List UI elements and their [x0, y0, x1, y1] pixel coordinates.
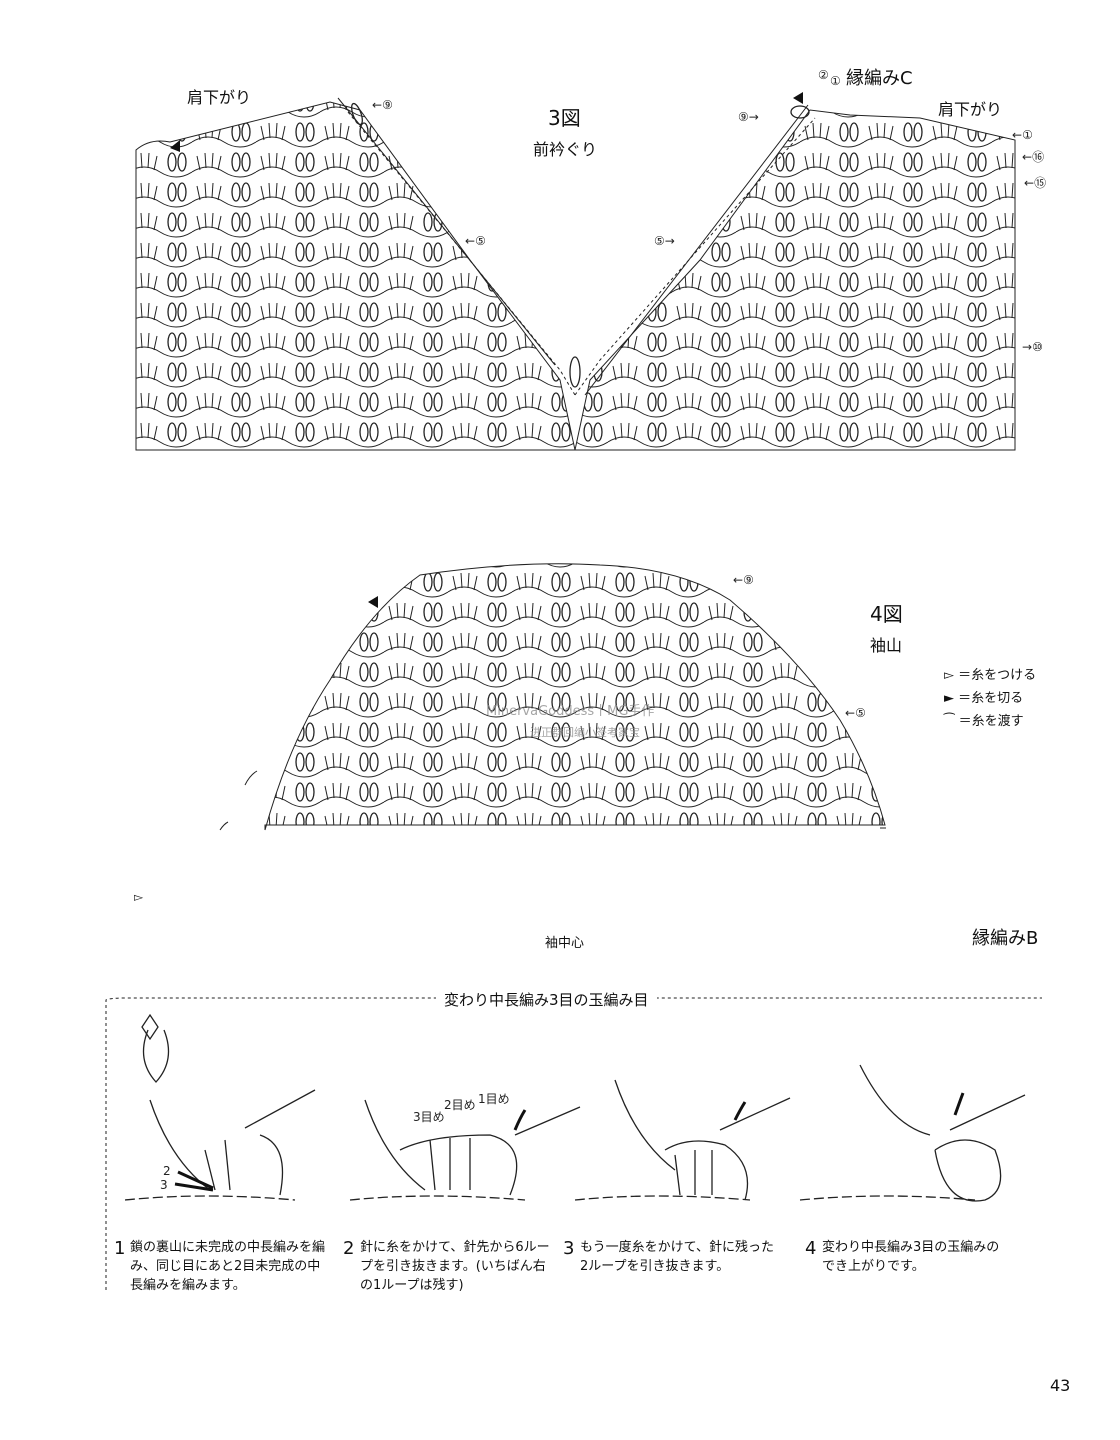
step4-text: 変わり中長編み3目の玉編みのでき上がりです。 [822, 1240, 1000, 1274]
attach-yarn-mark-icon: ▻ [134, 890, 144, 904]
step2-label-2nd: 2目め [444, 1098, 476, 1112]
legend: ▻ ＝糸をつける ► ＝糸を切る ⁀ ＝糸を渡す [944, 664, 1036, 729]
fig3-left-panel [135, 101, 576, 451]
fig3-title: 前衿ぐり [533, 140, 598, 159]
step3-number: 3 [563, 1238, 575, 1259]
step2-number: 2 [343, 1238, 355, 1259]
step3-drawing [574, 1079, 791, 1201]
step1-label-3: 3 [160, 1178, 168, 1192]
fig4-center-label: 袖中心 [545, 936, 585, 951]
step2-drawing [349, 1099, 581, 1201]
fig4-sleeve-cap [264, 563, 886, 831]
fig3-marker-5-right: ⑤→ [654, 234, 675, 248]
step1-number: 1 [114, 1238, 126, 1259]
fig4-edge-label: 縁編みB [972, 928, 1039, 949]
legend-item-attach: ▻ ＝糸をつける [944, 668, 1037, 683]
fig4-marker-9: ←⑨ [733, 573, 754, 587]
fig3-marker-16: ←⑯ [1022, 150, 1045, 164]
fig4-marker-5: ←⑤ [845, 706, 866, 720]
step2-label-3rd: 3目め [413, 1110, 445, 1124]
fig3-top-marker-1: ① [830, 74, 841, 88]
step1-drawing [124, 1013, 316, 1201]
fig3-marker-10: →⑩ [1022, 340, 1043, 354]
step2-text: 針に糸をかけて、針先から6ループを引き抜きます。(いちばん右の1ループは残す) [360, 1240, 550, 1293]
legend-item-cut: ► ＝糸を切る [944, 691, 1024, 706]
fig3-number: 3図 [548, 106, 581, 130]
step2-label-1st: 1目め [478, 1092, 510, 1106]
fig3-neck-edge [337, 97, 816, 396]
watermark-line2: 进正群回编小签考家宝 [530, 726, 640, 739]
step4-number: 4 [805, 1238, 817, 1259]
fig3-marker-9-left: ←⑨ [372, 98, 393, 112]
step1-text: 鎖の裏山に未完成の中長編みを編み、同じ目にあと2目未完成の中長編みを編みます。 [130, 1240, 326, 1293]
fig3-marker-15: ←⑮ [1024, 176, 1047, 190]
fig3-marker-5-left: ←⑤ [465, 234, 486, 248]
carry-yarn-icon: ⁀ [944, 714, 955, 729]
attach-yarn-icon: ▻ [944, 668, 954, 683]
cut-yarn-icon: ► [944, 691, 954, 706]
page-number: 43 [1050, 1376, 1071, 1395]
fig3-right-shoulder-label: 肩下がり [938, 100, 1003, 119]
step1-label-2: 2 [163, 1164, 171, 1178]
tutorial-title: 変わり中長編み3目の玉編み目 [436, 989, 657, 1010]
watermark-line1: MinervaGoddess丨MG手作 [486, 704, 655, 719]
fig3-top-marker-2: ② [818, 68, 829, 82]
fig3-edge-label: 縁編みC [846, 68, 913, 89]
fig3-left-shoulder-label: 肩下がり [187, 88, 252, 107]
fig4-title: 袖山 [870, 636, 903, 655]
step4-drawing [799, 1064, 1026, 1202]
legend-item-carry: ⁀ ＝糸を渡す [944, 714, 1024, 729]
fig3-marker-9-right: ⑨→ [738, 110, 759, 124]
fig3-chart [135, 92, 1016, 451]
step3-text: もう一度糸をかけて、針に残った2ループを引き抜きます。 [580, 1240, 774, 1274]
fig4-number: 4図 [870, 602, 903, 626]
fig4-chart [219, 563, 886, 831]
fig3-marker-1: ←① [1012, 128, 1033, 142]
